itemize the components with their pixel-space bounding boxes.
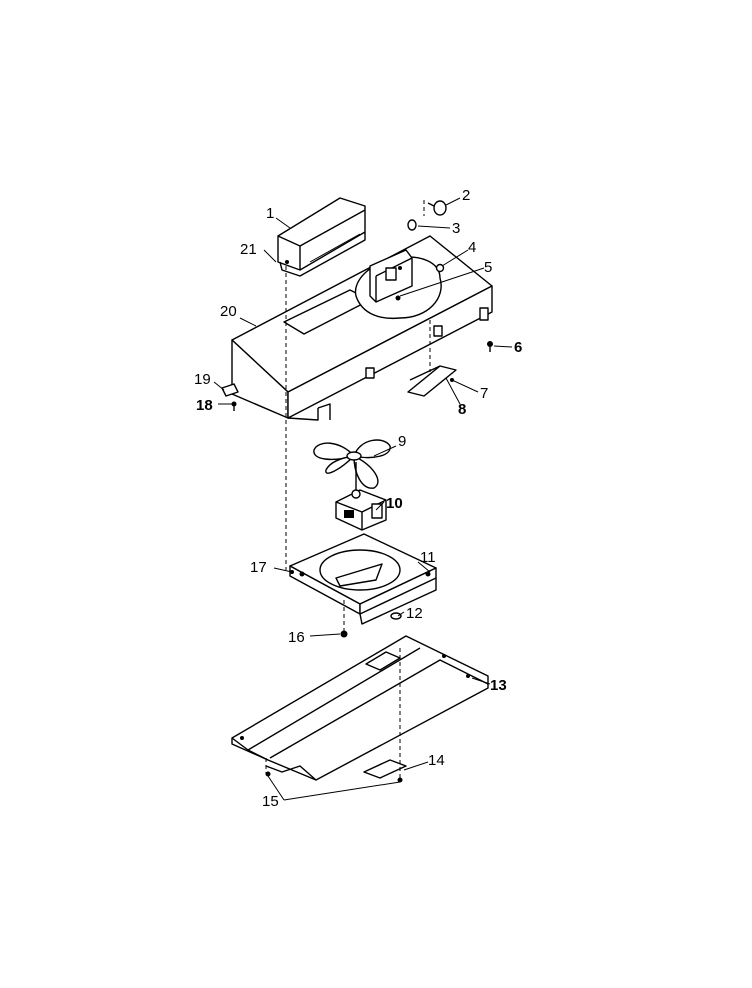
label-21: 21 <box>240 241 257 258</box>
alignment-lines <box>265 200 431 780</box>
label-1: 1 <box>266 205 274 222</box>
part-19-clip <box>221 383 239 397</box>
part-16-nut <box>340 630 348 638</box>
part-1-control-box <box>277 197 366 277</box>
label-18: 18 <box>196 397 213 414</box>
label-7: 7 <box>480 385 488 402</box>
part-3-screw <box>407 219 417 231</box>
part-9-fan-blade <box>313 439 391 489</box>
part-20-housing <box>231 235 493 421</box>
part-15-screws <box>265 771 403 783</box>
leader-lines <box>213 197 513 801</box>
label-20: 20 <box>220 303 237 320</box>
label-15: 15 <box>262 793 279 810</box>
label-8: 8 <box>458 401 466 418</box>
label-17: 17 <box>250 559 267 576</box>
label-3: 3 <box>452 220 460 237</box>
part-18-screw <box>231 401 237 411</box>
label-10: 10 <box>386 495 403 512</box>
part-7-bracket <box>407 365 457 397</box>
part-11-mounting-plate <box>289 533 437 625</box>
label-12: 12 <box>406 605 423 622</box>
label-4: 4 <box>468 239 476 256</box>
label-13: 13 <box>490 677 507 694</box>
part-12-screw <box>390 612 402 620</box>
part-13-base-plate <box>231 635 489 781</box>
label-11: 11 <box>420 549 436 566</box>
label-19: 19 <box>194 371 211 388</box>
label-5: 5 <box>484 259 492 276</box>
part-2-knob <box>427 200 447 216</box>
callout-labels: 1 2 3 4 5 6 7 8 9 10 11 12 13 14 15 16 1… <box>194 187 522 810</box>
part-4-screw <box>435 263 445 273</box>
part-6-screw <box>487 341 493 352</box>
label-16: 16 <box>288 629 305 646</box>
part-14-pad <box>363 759 407 779</box>
label-6: 6 <box>514 339 522 356</box>
label-9: 9 <box>398 433 406 450</box>
part-10-fan-motor <box>335 462 387 531</box>
label-2: 2 <box>462 187 470 204</box>
label-14: 14 <box>428 752 445 769</box>
